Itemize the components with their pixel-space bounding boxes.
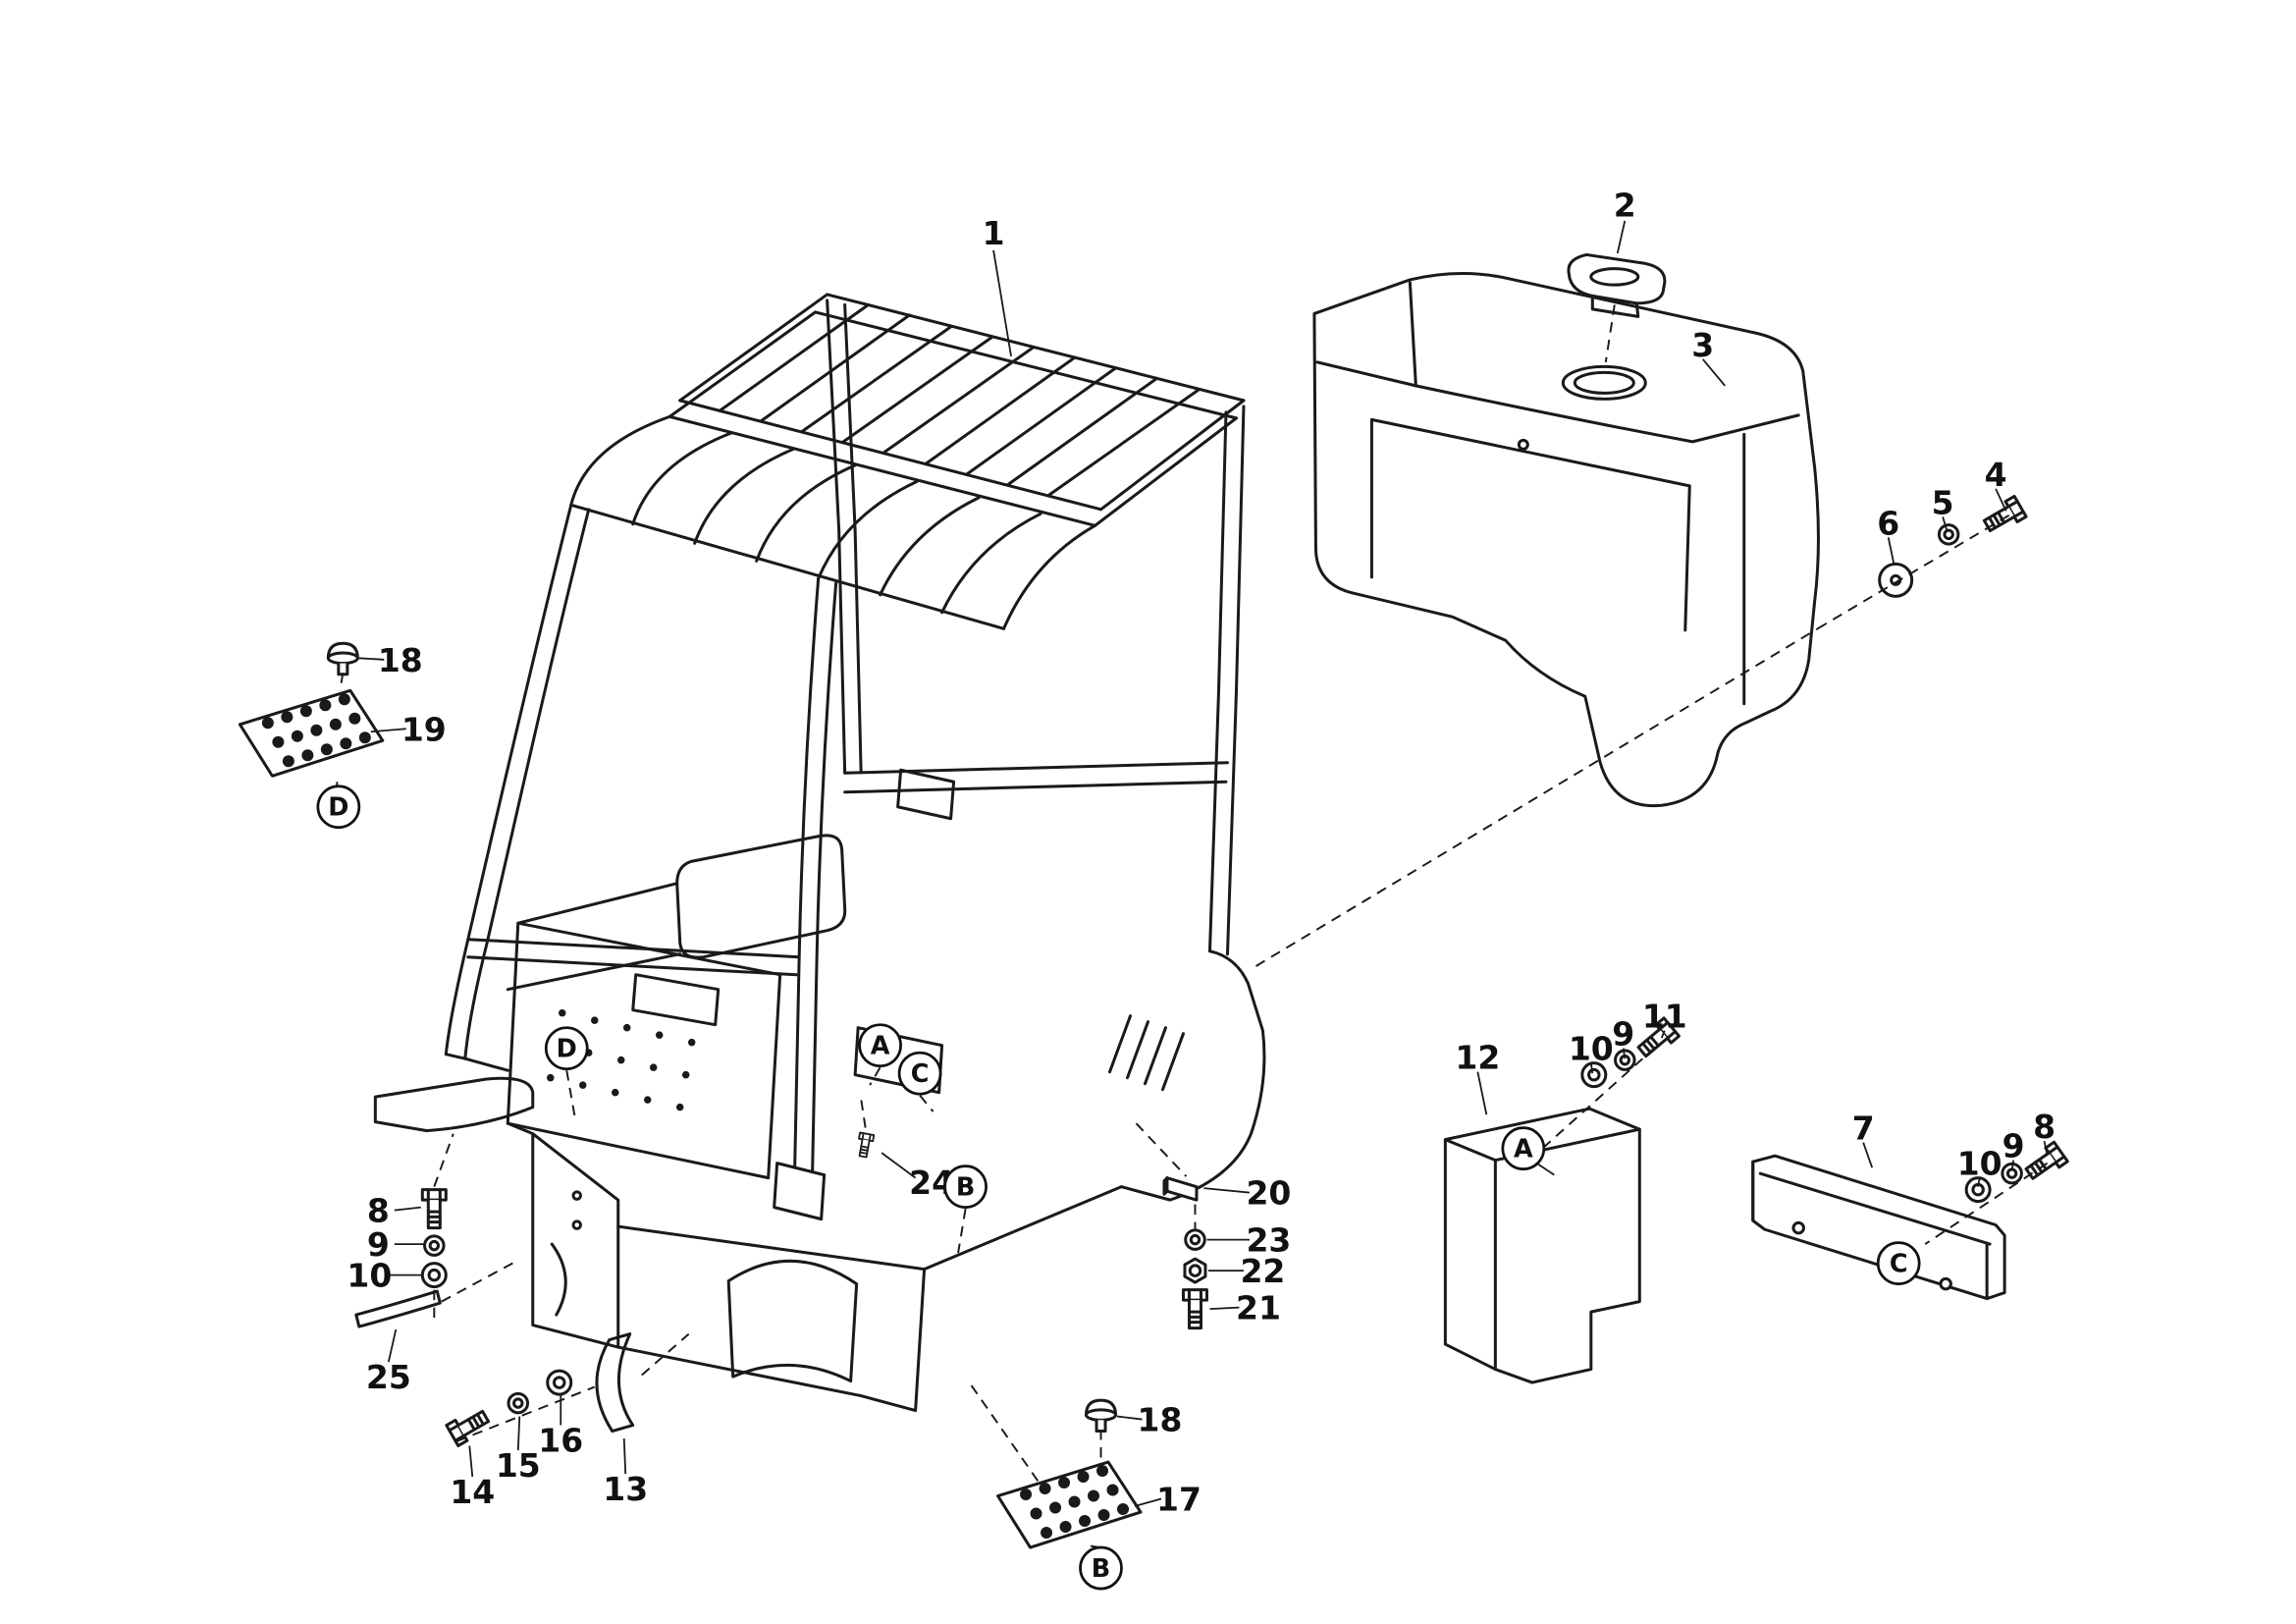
washer-6-icon bbox=[1878, 562, 1914, 598]
part-callout-20: 20 bbox=[1247, 1174, 1292, 1213]
ref-circle-d: D bbox=[544, 1026, 589, 1071]
ref-circle-outline bbox=[858, 1023, 902, 1068]
part-callout-23: 23 bbox=[1247, 1221, 1292, 1260]
step-plate-part-17 bbox=[996, 1460, 1143, 1549]
part-callout-16: 16 bbox=[538, 1422, 583, 1460]
ref-circle-label: B bbox=[956, 1173, 975, 1203]
part-callout-25: 25 bbox=[366, 1358, 411, 1396]
ref-circle-b: B bbox=[1079, 1545, 1123, 1591]
part-callout-12: 12 bbox=[1455, 1039, 1500, 1077]
part-callout-9: 9 bbox=[2002, 1127, 2025, 1165]
filler-cap-part-2 bbox=[1567, 252, 1667, 318]
washer-15-icon bbox=[507, 1391, 530, 1415]
ref-circle-a: A bbox=[1501, 1126, 1546, 1170]
ref-circle-c: C bbox=[1876, 1241, 1921, 1285]
ref-circle-outline bbox=[544, 1026, 589, 1071]
bolt-14-icon bbox=[445, 1404, 494, 1447]
ref-circle-outline bbox=[1079, 1545, 1123, 1591]
ref-circle-outline bbox=[1501, 1126, 1546, 1170]
part-callout-21: 21 bbox=[1236, 1289, 1281, 1327]
ref-circle-label: D bbox=[557, 1035, 577, 1064]
part-callout-9: 9 bbox=[1612, 1015, 1634, 1054]
part-callout-3: 3 bbox=[1691, 326, 1714, 364]
fasteners-group bbox=[326, 494, 2069, 1447]
part-callout-7: 7 bbox=[1852, 1110, 1875, 1148]
part-callout-15: 15 bbox=[496, 1446, 541, 1485]
part-callout-4: 4 bbox=[1985, 456, 2007, 494]
part-callout-18: 18 bbox=[1138, 1401, 1183, 1439]
ref-circle-b: B bbox=[943, 1164, 988, 1209]
part-callout-2: 2 bbox=[1614, 186, 1636, 224]
part-callout-10: 10 bbox=[347, 1257, 392, 1295]
ref-circle-label: A bbox=[1514, 1135, 1533, 1164]
ref-circle-outline bbox=[943, 1164, 988, 1209]
ref-circle-outline bbox=[897, 1051, 942, 1096]
bolt-8-left-icon bbox=[420, 1188, 448, 1230]
part-callout-6: 6 bbox=[1877, 504, 1899, 542]
part-callout-18: 18 bbox=[378, 641, 423, 679]
bolt-21-icon bbox=[1181, 1288, 1208, 1330]
washer-10-left-icon bbox=[420, 1262, 448, 1289]
ref-circle-label: A bbox=[871, 1032, 890, 1061]
rod-25-icon bbox=[354, 1289, 442, 1328]
ref-circle-label: C bbox=[911, 1059, 930, 1089]
ref-circle-a: A bbox=[858, 1023, 902, 1068]
part-callout-9: 9 bbox=[367, 1225, 390, 1264]
ref-circle-d: D bbox=[316, 785, 361, 830]
ref-circle-label: B bbox=[1092, 1554, 1110, 1584]
plug-24-icon bbox=[855, 1131, 876, 1159]
part-callout-13: 13 bbox=[603, 1470, 648, 1508]
cap-screw-18-top-icon bbox=[326, 641, 359, 677]
ref-circle-label: C bbox=[1890, 1250, 1908, 1279]
ref-circle-outline bbox=[1876, 1241, 1921, 1285]
bracket-part-7 bbox=[1751, 1154, 2006, 1301]
assembly-axis-lines bbox=[336, 304, 2049, 1548]
clamp-bracket-13-icon bbox=[595, 1332, 635, 1434]
part-callout-5: 5 bbox=[1932, 483, 1954, 521]
part-callout-22: 22 bbox=[1241, 1252, 1286, 1290]
counterweight-part-3 bbox=[1312, 272, 1820, 808]
part-callout-10: 10 bbox=[1569, 1030, 1614, 1068]
washer-16-icon bbox=[546, 1369, 573, 1396]
part-callout-17: 17 bbox=[1156, 1481, 1201, 1519]
washer-9-left-icon bbox=[423, 1234, 446, 1257]
part-callout-8: 8 bbox=[367, 1192, 390, 1230]
part-callout-1: 1 bbox=[983, 214, 1005, 252]
nut-22-icon bbox=[1183, 1257, 1207, 1284]
cover-box-part-12 bbox=[1443, 1107, 1641, 1384]
ref-circle-c: C bbox=[897, 1051, 942, 1096]
cap-screw-18-bottom-icon bbox=[1085, 1398, 1118, 1434]
washer-23-icon bbox=[1184, 1228, 1206, 1251]
leader-lines bbox=[358, 220, 2049, 1507]
ref-circle-outline bbox=[316, 785, 361, 830]
part-callout-19: 19 bbox=[401, 710, 447, 748]
step-plate-part-19 bbox=[238, 688, 385, 778]
ref-circle-label: D bbox=[328, 793, 348, 823]
part-callout-8: 8 bbox=[2033, 1108, 2056, 1146]
part-callout-14: 14 bbox=[450, 1473, 495, 1511]
part-callout-11: 11 bbox=[1642, 998, 1687, 1036]
spacer-20-icon bbox=[1162, 1176, 1199, 1202]
washer-5-icon bbox=[1937, 523, 1960, 546]
bolt-4-icon bbox=[1979, 494, 2028, 538]
part-callout-10: 10 bbox=[1957, 1145, 2002, 1183]
cab-frame-part-1 bbox=[373, 293, 1266, 1413]
